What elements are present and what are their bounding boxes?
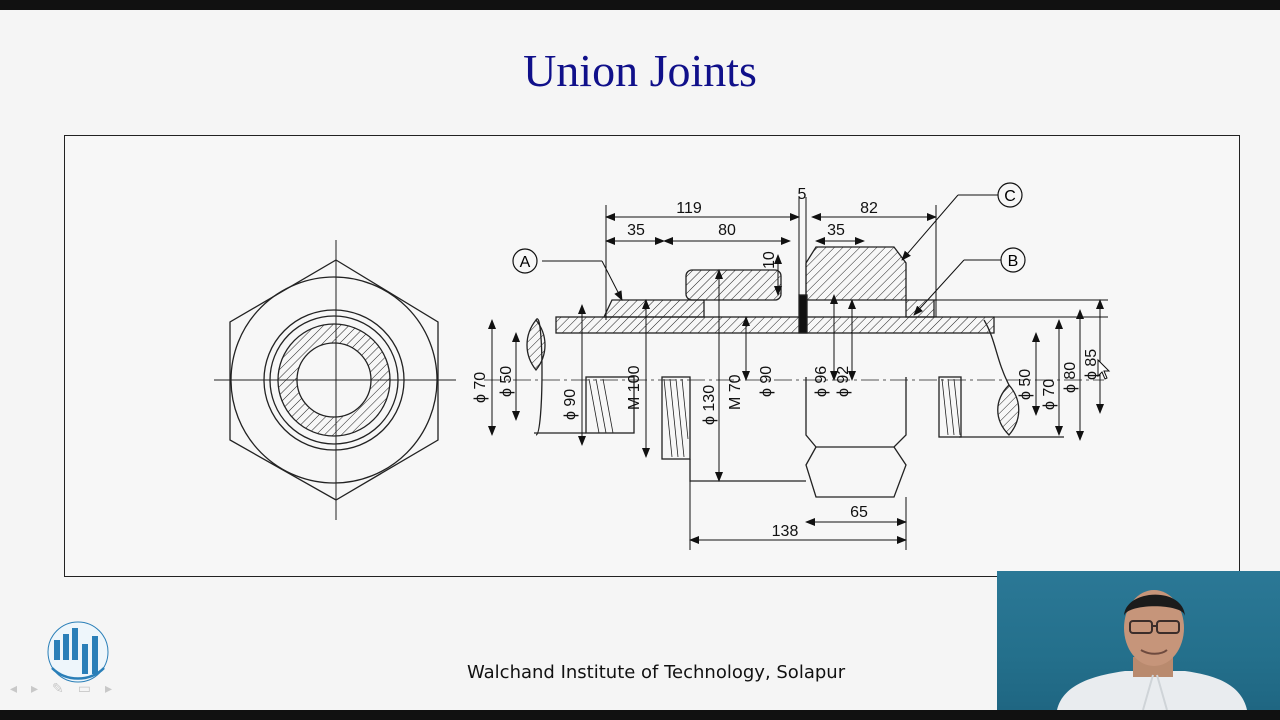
dim-35-right: 35: [827, 222, 845, 239]
dim-phi-96: ϕ 96: [813, 366, 830, 397]
vertical-dim-labels: 10 ϕ 70 ϕ 50 ϕ 90 M 100 ϕ 130 M 70 ϕ 90 …: [472, 251, 1100, 425]
callout-b: B: [1000, 247, 1026, 273]
presenter-video: [1057, 590, 1247, 710]
dim-phi-70-right: ϕ 70: [1041, 379, 1058, 410]
dim-phi-50-right: ϕ 50: [1017, 369, 1034, 400]
footer-institute: Walchand Institute of Technology, Solapu…: [467, 662, 846, 683]
callout-c: C: [997, 182, 1023, 208]
dim-phi-80: ϕ 80: [1062, 362, 1079, 393]
mouse-cursor-icon: [1097, 358, 1111, 380]
svg-text:C: C: [1004, 188, 1016, 205]
sectional-view: [484, 246, 1104, 498]
bottom-bar: [0, 710, 1280, 720]
dim-phi-90-center: ϕ 90: [758, 366, 775, 397]
dim-phi-70-left: ϕ 70: [472, 372, 489, 403]
dim-119: 119: [676, 200, 702, 217]
horizontal-dim-labels: 119 5 82 35 80 35 65 138: [627, 186, 878, 540]
callout-a: A: [512, 248, 538, 274]
svg-text:A: A: [520, 254, 531, 271]
drawing-frame: [64, 135, 1240, 577]
dim-phi-92: ϕ 92: [835, 366, 852, 397]
dim-138: 138: [772, 523, 799, 540]
dim-phi-90-left: ϕ 90: [562, 389, 579, 420]
dimension-lines: [488, 194, 1108, 550]
dim-80: 80: [718, 222, 736, 239]
webcam-overlay: [997, 571, 1280, 710]
dim-10: 10: [761, 251, 778, 269]
union-joint-drawing: A B C 119 5 82 35 80 35 65 138 10 ϕ 70 ϕ…: [214, 182, 1111, 550]
dim-phi-50-left: ϕ 50: [498, 366, 515, 397]
slide-title: Union Joints: [523, 45, 757, 96]
dim-82: 82: [860, 200, 878, 217]
slide-nav-controls[interactable]: ◂▸✎▭▸: [10, 680, 127, 696]
svg-text:B: B: [1008, 253, 1019, 270]
dim-65: 65: [850, 504, 868, 521]
dim-phi-130: ϕ 130: [701, 385, 718, 425]
dim-5: 5: [798, 186, 807, 203]
institute-logo: [47, 621, 109, 683]
dim-phi-85: ϕ 85: [1083, 349, 1100, 380]
dim-m70: M 70: [727, 374, 744, 410]
top-bar: [0, 0, 1280, 10]
end-view: [214, 240, 456, 520]
dim-35-left: 35: [627, 222, 645, 239]
dim-m100: M 100: [626, 365, 643, 410]
